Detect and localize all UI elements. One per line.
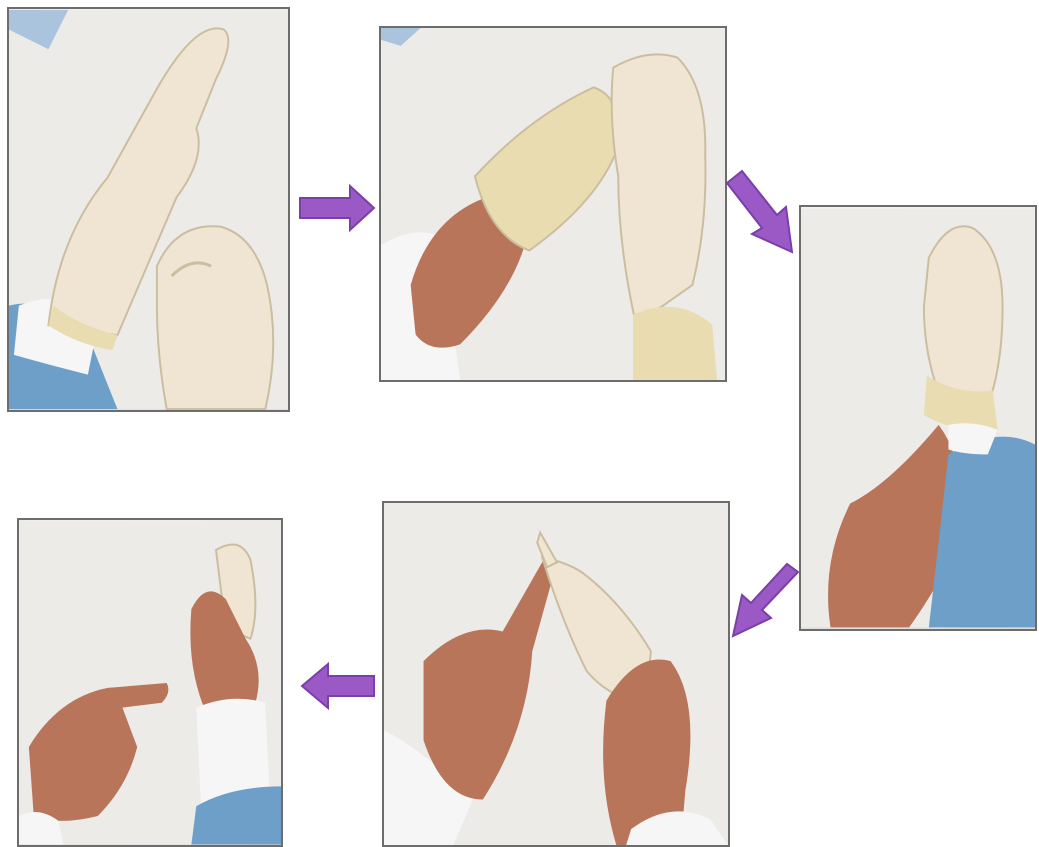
arrow-left-icon xyxy=(302,664,374,708)
hold-removed-glove-icon xyxy=(801,207,1035,629)
step-5-photo xyxy=(17,518,283,847)
arrow-right-icon xyxy=(300,186,374,230)
gloves-removed-icon xyxy=(19,520,281,845)
arrow-down-left-icon xyxy=(733,564,798,636)
step-1-photo xyxy=(7,7,290,412)
pinch-glove-at-wrist-icon xyxy=(9,9,288,410)
slide-finger-under-cuff-icon xyxy=(384,503,728,845)
arrow-down-right-icon xyxy=(727,171,792,252)
step-2-photo xyxy=(379,26,727,382)
peel-glove-inside-out-icon xyxy=(381,28,725,380)
step-4-photo xyxy=(382,501,730,847)
step-3-photo xyxy=(799,205,1037,631)
